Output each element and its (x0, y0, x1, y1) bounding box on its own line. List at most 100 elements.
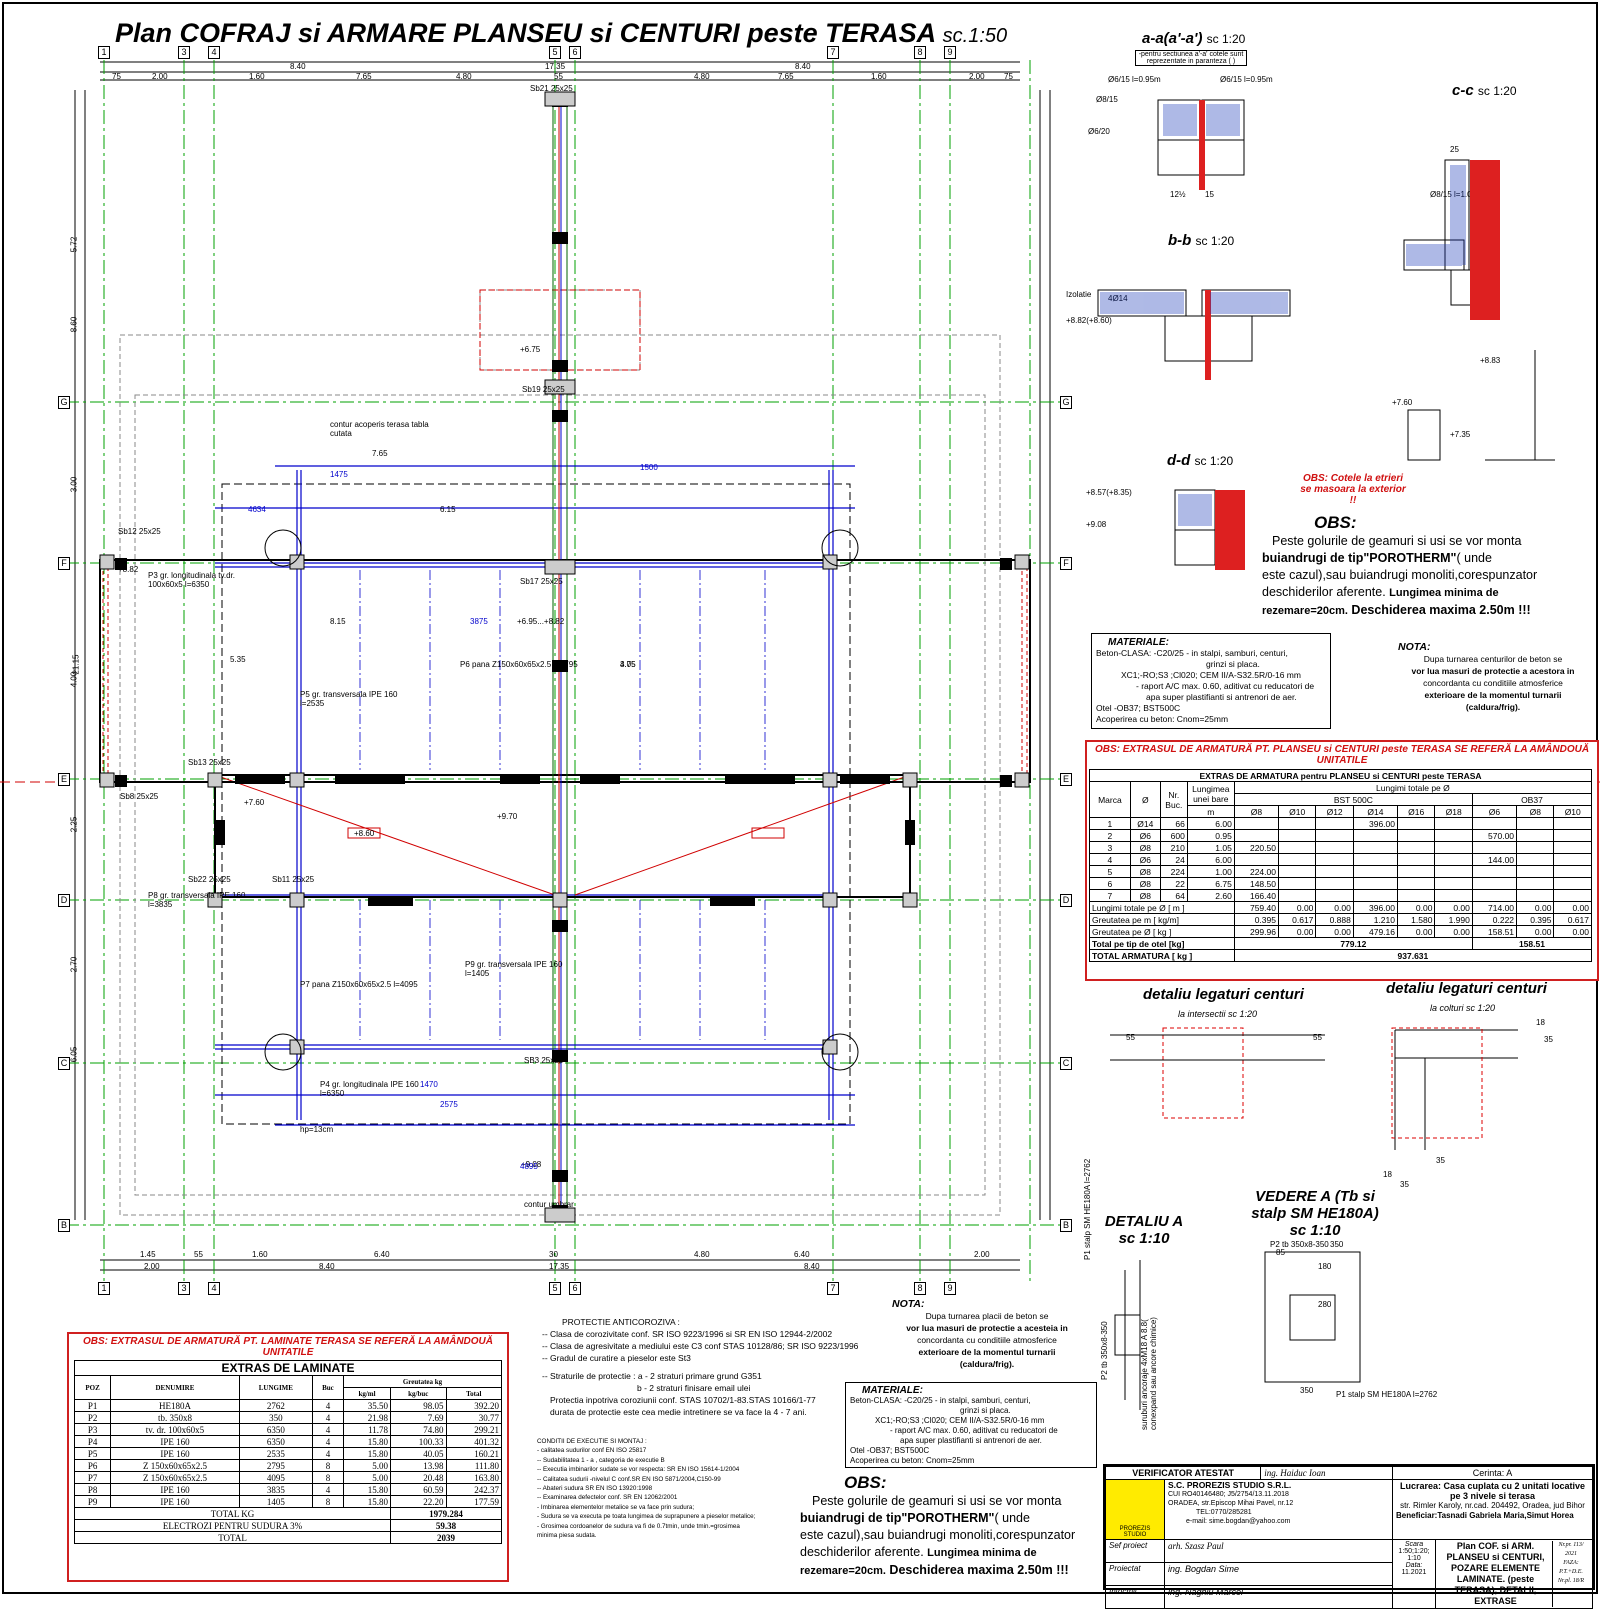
tb-role: Proiectat (1105, 1562, 1165, 1586)
axis-bubble-bottom: 8 (914, 1282, 926, 1295)
section-dd-title: d-d sc 1:20 (1167, 452, 1233, 469)
table-cell (1396, 865, 1436, 878)
plan-label: Sb21 25x25 (530, 84, 573, 93)
col-m: m (1186, 805, 1235, 818)
obs-bottom-line4b: Lungimea minima de (927, 1547, 1037, 1559)
table-cell (1352, 889, 1399, 902)
tb-nrpl: Nr.pl. 18/R (1557, 1578, 1585, 1584)
table-cell (1315, 865, 1354, 878)
totals-cell: 0.00 (1277, 925, 1317, 938)
lam-total-label: TOTAL (73, 1531, 392, 1544)
detaliu2-dim: 35 (1400, 1180, 1409, 1189)
totals-cell: 0.00 (1277, 901, 1317, 914)
table-cell (1516, 841, 1555, 854)
totals-cell: 158.51 (1471, 925, 1518, 938)
vedere-a-label: 350 (1300, 1386, 1314, 1395)
table-cell: 224.00 (1233, 865, 1279, 878)
dim-bottom: 6.40 (794, 1250, 810, 1259)
laminate-cell: 3835 (238, 1483, 313, 1496)
totals-cell: 396.00 (1352, 901, 1399, 914)
axis-bubble-top: 5 (549, 46, 561, 59)
obs-cotele-label: OBS: (1302, 473, 1328, 484)
table-cell: Ø8 (1129, 889, 1161, 902)
obs-right-line5a: rezemare=20cm. (1262, 605, 1348, 617)
laminate-cell: IPE 160 (110, 1495, 240, 1508)
table-cell (1396, 889, 1436, 902)
lam-col-total: Total (445, 1387, 502, 1400)
materiale-bottom-line: Otel -OB37; BST500C (850, 1446, 930, 1455)
dim-top-2: 2.00 (969, 72, 985, 81)
table-cell (1471, 841, 1518, 854)
totals-cell: 1.210 (1352, 913, 1399, 926)
detaliu1-sub: la intersectii sc 1:20 (1178, 1009, 1258, 1019)
conditii-line: -- Executia imbinarilor sudate se vor re… (537, 1466, 740, 1474)
materiale-line: grinzi si placa. (1206, 659, 1260, 669)
section-label: 4Ø14 (1108, 294, 1128, 303)
laminate-cell: P3 (73, 1423, 112, 1436)
obs-bottom-line3: este cazul),sau buiandrugi monoliti,core… (800, 1528, 1076, 1542)
plan-label: 2575 (440, 1100, 458, 1109)
table-cell (1315, 877, 1354, 890)
laminate-cell: 4 (311, 1483, 344, 1496)
obs-bottom-line2b: ( unde (994, 1511, 1030, 1525)
col-marca: Marca (1089, 781, 1131, 818)
tb-logo: PROREZIS STUDIO (1105, 1479, 1165, 1540)
section-bb-scale: sc 1:20 (1195, 234, 1235, 248)
nota-bottom-title: NOTA: (892, 1298, 925, 1310)
plan-label: +9.70 (497, 812, 518, 821)
obs-cotele-text: Cotele la etrieri se masoara la exterior… (1300, 473, 1406, 506)
totals-cell: 299.96 (1233, 925, 1279, 938)
totals-cell: 0.00 (1553, 925, 1592, 938)
table-cell (1396, 841, 1436, 854)
totals-label: Greutatea pe m [ kg/m] (1089, 913, 1235, 926)
totals-cell: 0.00 (1516, 925, 1555, 938)
laminate-cell: IPE 160 (110, 1435, 240, 1448)
laminate-cell: 15.80 (342, 1495, 392, 1508)
laminate-cell: 160.21 (445, 1447, 502, 1460)
materiale-line: apa super plastifianti si antrenori de a… (1146, 692, 1297, 702)
laminate-cell: 1405 (238, 1495, 313, 1508)
plan-label: P6 pana Z150x60x65x2.5 l=2795 (460, 660, 578, 669)
table-cell (1277, 817, 1317, 830)
plan-label: Sb12 25x25 (118, 527, 161, 536)
dim-top-2: 4.80 (456, 72, 472, 81)
materiale-line: - raport A/C max. 0.60, aditivat cu redu… (1136, 681, 1315, 691)
section-label: +7.60 (1392, 398, 1413, 407)
protectie-line: -- Clasa de agresivitate a mediului este… (542, 1341, 859, 1351)
tb-plansa-text: Plan COF. si ARM. PLANSEU si CENTURI, PO… (1446, 1541, 1545, 1606)
axis-bubble-right: G (1060, 396, 1072, 409)
obs-right-line1: Peste golurile de geamuri si usi se vor … (1272, 534, 1522, 548)
col-bst: BST 500C (1233, 793, 1473, 806)
axis-bubble-bottom: 7 (827, 1282, 839, 1295)
laminate-cell: 401.32 (445, 1435, 502, 1448)
table-cell (1471, 817, 1518, 830)
table-cell: 144.00 (1471, 853, 1518, 866)
tb-data-label: Data: (1405, 1562, 1423, 1569)
col-diam: Ø (1129, 781, 1161, 818)
materiale-bottom-line: Beton-CLASA: -C20/25 - in stalpi, sambur… (850, 1396, 1031, 1405)
detaliu1-title: detaliu legaturi centuri (1143, 986, 1304, 1003)
totals-cell: 0.00 (1516, 901, 1555, 914)
conditii-line: - Sudura se va executa pe toata lungimea… (537, 1513, 756, 1521)
tb-scara-val: 1:50;1:20; 1:10 (1398, 1548, 1430, 1562)
nota-bottom-line: concordanta cu conditiile atmosferice (917, 1335, 1057, 1345)
plan-label: 8.15 (330, 617, 346, 626)
dim-top: 8.40 (290, 62, 306, 71)
plan-label: +7.60 (244, 798, 265, 807)
nota-bottom-line: Dupa turnarea placii de beton se (925, 1311, 1049, 1321)
vedere-a-title: VEDERE A (Tb si stalp SM HE180A)sc 1:10 (1250, 1188, 1380, 1239)
laminate-cell: 6350 (238, 1435, 313, 1448)
plan-label: 3875 (470, 617, 488, 626)
dim-bottom: 30 (549, 1250, 558, 1259)
protectie-line: -- Gradul de curatire a pieselor este St… (542, 1353, 691, 1363)
detaliu2-dim: 35 (1436, 1156, 1445, 1165)
laminate-cell: P7 (73, 1471, 112, 1484)
table-cell (1277, 877, 1317, 890)
table-cell (1277, 853, 1317, 866)
total-armatura-label: TOTAL ARMATURA [ kg ] (1089, 949, 1235, 962)
obs-bottom-line4a: deschiderilor aferente. (800, 1545, 924, 1559)
section-aa-name: a-a(a'-a') (1142, 30, 1203, 47)
table-cell (1315, 841, 1354, 854)
